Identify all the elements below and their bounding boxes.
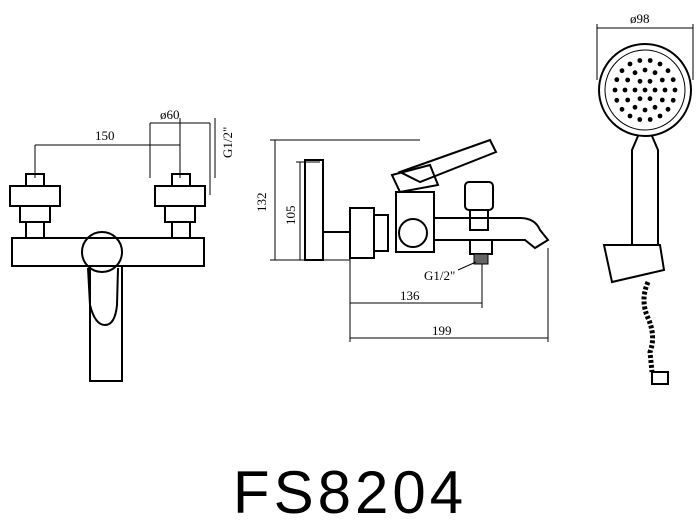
nozzle-dot: [612, 87, 618, 93]
nozzle-dot: [637, 78, 643, 84]
nozzle-dot: [662, 87, 668, 93]
side-connector-nut: [373, 214, 389, 252]
nozzle-dot: [642, 67, 648, 73]
shower-holder: [602, 244, 666, 284]
left-eccentric-connector: [9, 173, 61, 239]
nozzle-dot: [652, 104, 658, 110]
nozzle-dot: [622, 87, 628, 93]
front-spout: [89, 265, 123, 382]
side-length-inner-label: 136: [400, 288, 420, 303]
side-connector-block: [349, 207, 375, 259]
side-cartridge-circle: [398, 218, 428, 248]
nozzle-dot: [665, 106, 671, 112]
nozzle-dot: [632, 70, 638, 76]
side-thread-leader: [457, 261, 477, 271]
shower-nozzles: [612, 58, 678, 122]
nozzle-dot: [627, 61, 633, 67]
nozzle-dot: [642, 107, 648, 113]
nozzle-dot: [652, 87, 658, 93]
nozzle-dot: [637, 58, 643, 63]
shower-diameter-label: ø98: [630, 11, 650, 26]
hand-shower-view: ø98: [596, 11, 694, 385]
front-mixer-body: [11, 237, 205, 267]
side-diverter-stem: [469, 209, 489, 231]
nozzle-dot: [657, 113, 663, 119]
side-hose-connector: [469, 239, 493, 255]
side-mixer-body: [395, 191, 435, 253]
side-diverter-knob: [464, 181, 494, 211]
side-thread-label: G1/2": [424, 268, 455, 283]
side-wall-plate: [304, 159, 324, 261]
nozzle-dot: [647, 96, 653, 102]
nozzle-dot: [614, 97, 620, 103]
side-cartridge-cap: [390, 163, 440, 194]
nozzle-dot: [637, 117, 643, 122]
front-cartridge: [81, 231, 123, 273]
side-hose-thread: [473, 253, 489, 265]
nozzle-dot: [632, 87, 638, 93]
front-thread-label: G1/2": [220, 127, 235, 158]
nozzle-dot: [665, 68, 671, 74]
shower-hose-nut: [651, 371, 669, 385]
shower-head-inner-ring: [604, 49, 686, 131]
nozzle-dot: [659, 77, 665, 83]
right-eccentric-connector: [154, 173, 206, 239]
nozzle-dot: [659, 97, 665, 103]
model-code: FS8204: [232, 459, 468, 526]
nozzle-dot: [637, 96, 643, 102]
side-bath-spout: [434, 217, 550, 250]
nozzle-dot: [647, 117, 653, 122]
nozzle-dot: [647, 78, 653, 84]
nozzle-dot: [625, 77, 631, 83]
nozzle-dot: [670, 97, 676, 103]
nozzle-dot: [672, 87, 678, 93]
nozzle-dot: [614, 77, 620, 83]
nozzle-dot: [625, 97, 631, 103]
side-length-total-label: 199: [432, 323, 452, 338]
nozzle-dot: [670, 77, 676, 83]
side-height-total-label: 132: [254, 193, 269, 213]
side-view: 132 105 G1/2" 136 199: [254, 138, 550, 342]
shower-head: [598, 43, 692, 137]
nozzle-dot: [642, 87, 648, 93]
nozzle-dot: [619, 68, 625, 74]
nozzle-dot: [657, 61, 663, 67]
front-diameter-label: ø60: [160, 107, 180, 122]
side-lever-handle: [397, 138, 498, 184]
front-lever-handle: [87, 267, 119, 327]
nozzle-dot: [627, 113, 633, 119]
nozzle-dot: [652, 70, 658, 76]
nozzle-dot: [619, 106, 625, 112]
shower-hose: [641, 280, 656, 373]
front-spacing-label: 150: [95, 128, 115, 143]
shower-handle: [631, 135, 659, 246]
nozzle-dot: [647, 58, 653, 63]
front-view: 150 ø60 G1/2": [9, 107, 235, 382]
nozzle-dot: [632, 104, 638, 110]
side-height-inner-label: 105: [283, 206, 298, 226]
